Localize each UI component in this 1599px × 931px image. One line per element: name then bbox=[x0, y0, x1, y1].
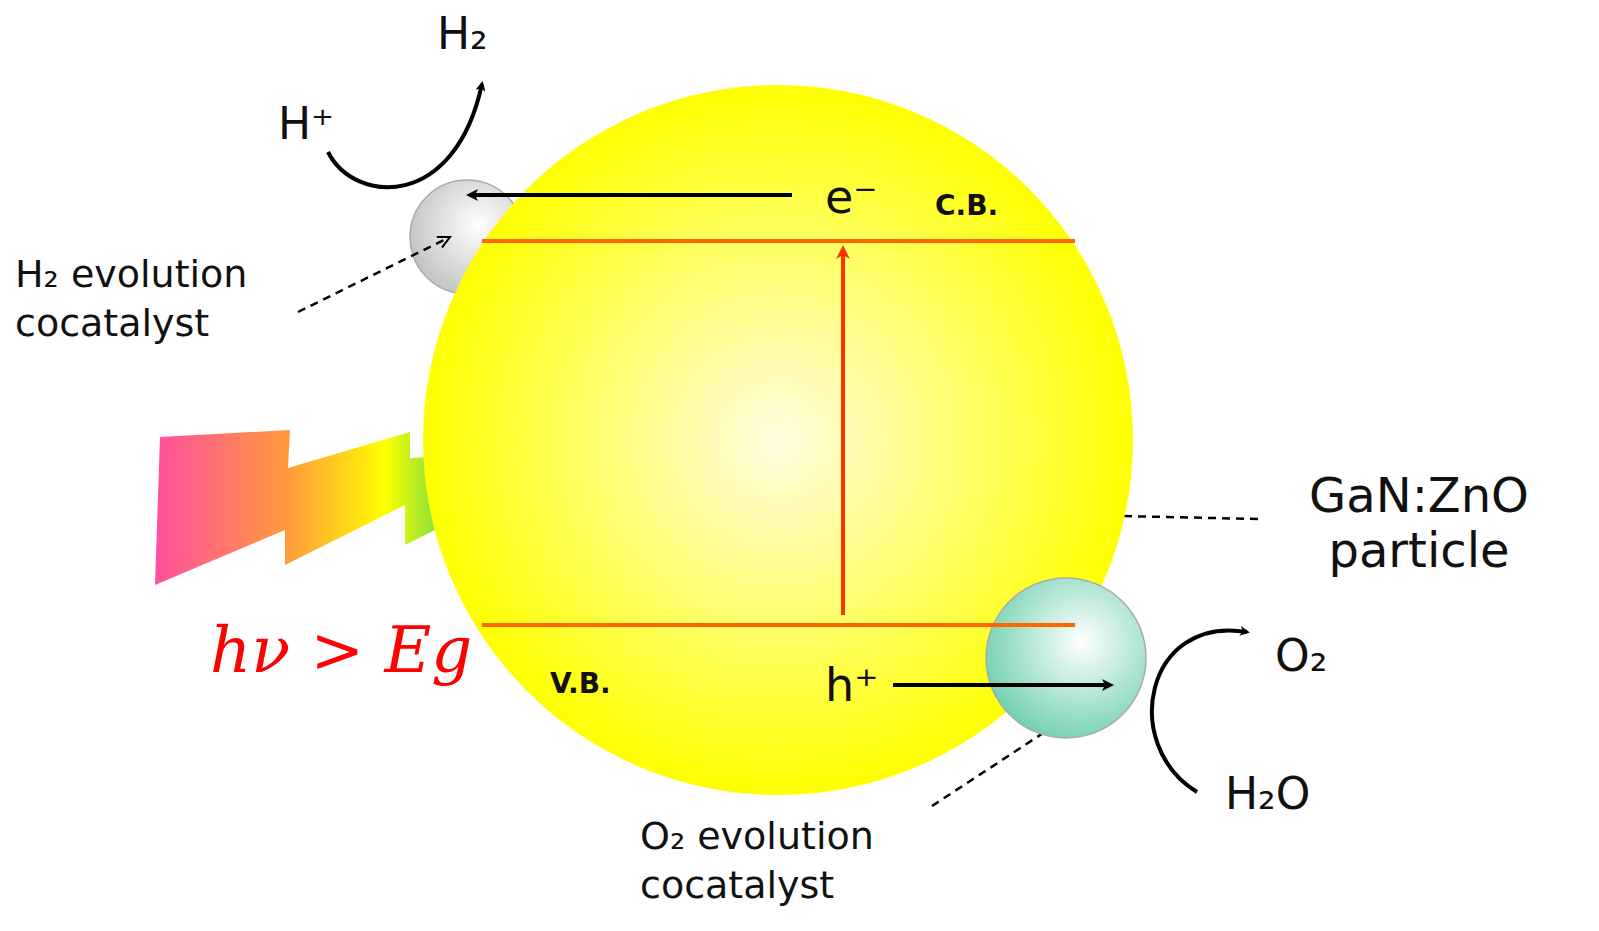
callout-label: GaN:ZnO particle bbox=[1278, 468, 1560, 578]
excitation-arrow bbox=[841, 250, 845, 615]
hole-label: h⁺ bbox=[825, 662, 878, 708]
band-label: V.B. bbox=[550, 670, 611, 698]
conduction-band bbox=[482, 239, 1075, 243]
product-label: O₂ bbox=[1275, 634, 1327, 678]
electron-label: e⁻ bbox=[825, 174, 878, 220]
semiconductor-particle: e⁻ C.B. V.B. h⁺ bbox=[421, 83, 1135, 797]
valence-band bbox=[482, 623, 1075, 627]
product-label: H₂ bbox=[437, 12, 488, 56]
leader-line bbox=[298, 237, 450, 312]
reactant-label: H⁺ bbox=[278, 102, 334, 146]
hole-transfer-arrow bbox=[893, 683, 1110, 687]
particle-shape bbox=[421, 83, 1135, 797]
band-label: C.B. bbox=[935, 192, 998, 220]
callout-label: O₂ evolution cocatalyst bbox=[640, 812, 940, 911]
reactant-label: H₂O bbox=[1225, 772, 1310, 816]
energy-condition: hν > Eg bbox=[210, 618, 472, 682]
electron-transfer-arrow bbox=[470, 193, 792, 197]
callout-label: H₂ evolution cocatalyst bbox=[15, 250, 305, 349]
o2-reaction-arrow bbox=[1152, 630, 1247, 792]
o2-cocatalyst bbox=[986, 578, 1146, 738]
h2-reaction-arrow bbox=[328, 84, 482, 187]
